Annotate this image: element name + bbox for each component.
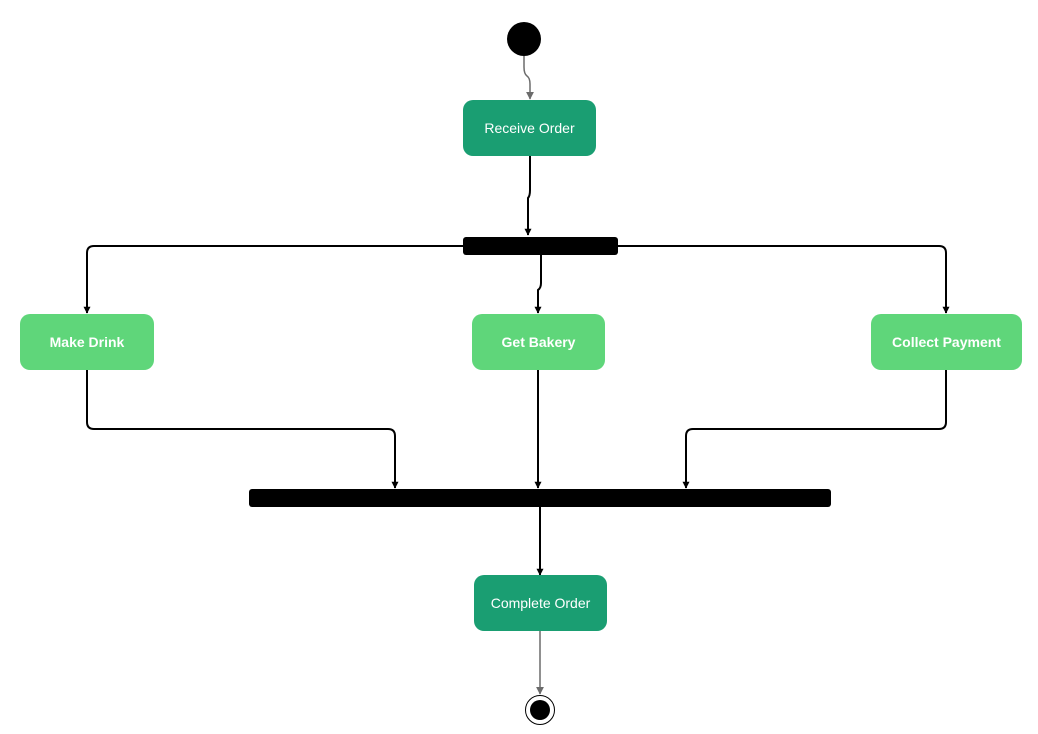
edge-fork-to-make-drink <box>83 245 463 314</box>
final-node-core <box>530 700 550 720</box>
initial-node[interactable] <box>507 22 541 56</box>
edge-fork-to-get-bakery <box>534 255 542 314</box>
edge-start-to-receive-order <box>523 56 534 100</box>
join-bar[interactable] <box>249 489 831 507</box>
fork-bar[interactable] <box>463 237 618 255</box>
action-complete-order[interactable]: Complete Order <box>474 575 607 631</box>
action-get-bakery[interactable]: Get Bakery <box>472 314 605 370</box>
action-receive-order[interactable]: Receive Order <box>463 100 596 156</box>
edge-collect-payment-to-join <box>682 370 947 489</box>
action-make-drink[interactable]: Make Drink <box>20 314 154 370</box>
final-node[interactable] <box>525 695 555 725</box>
edge-make-drink-to-join <box>86 370 399 489</box>
edge-fork-to-collect-payment <box>617 245 950 314</box>
action-collect-payment[interactable]: Collect Payment <box>871 314 1022 370</box>
edge-receive-order-to-fork <box>524 156 532 236</box>
